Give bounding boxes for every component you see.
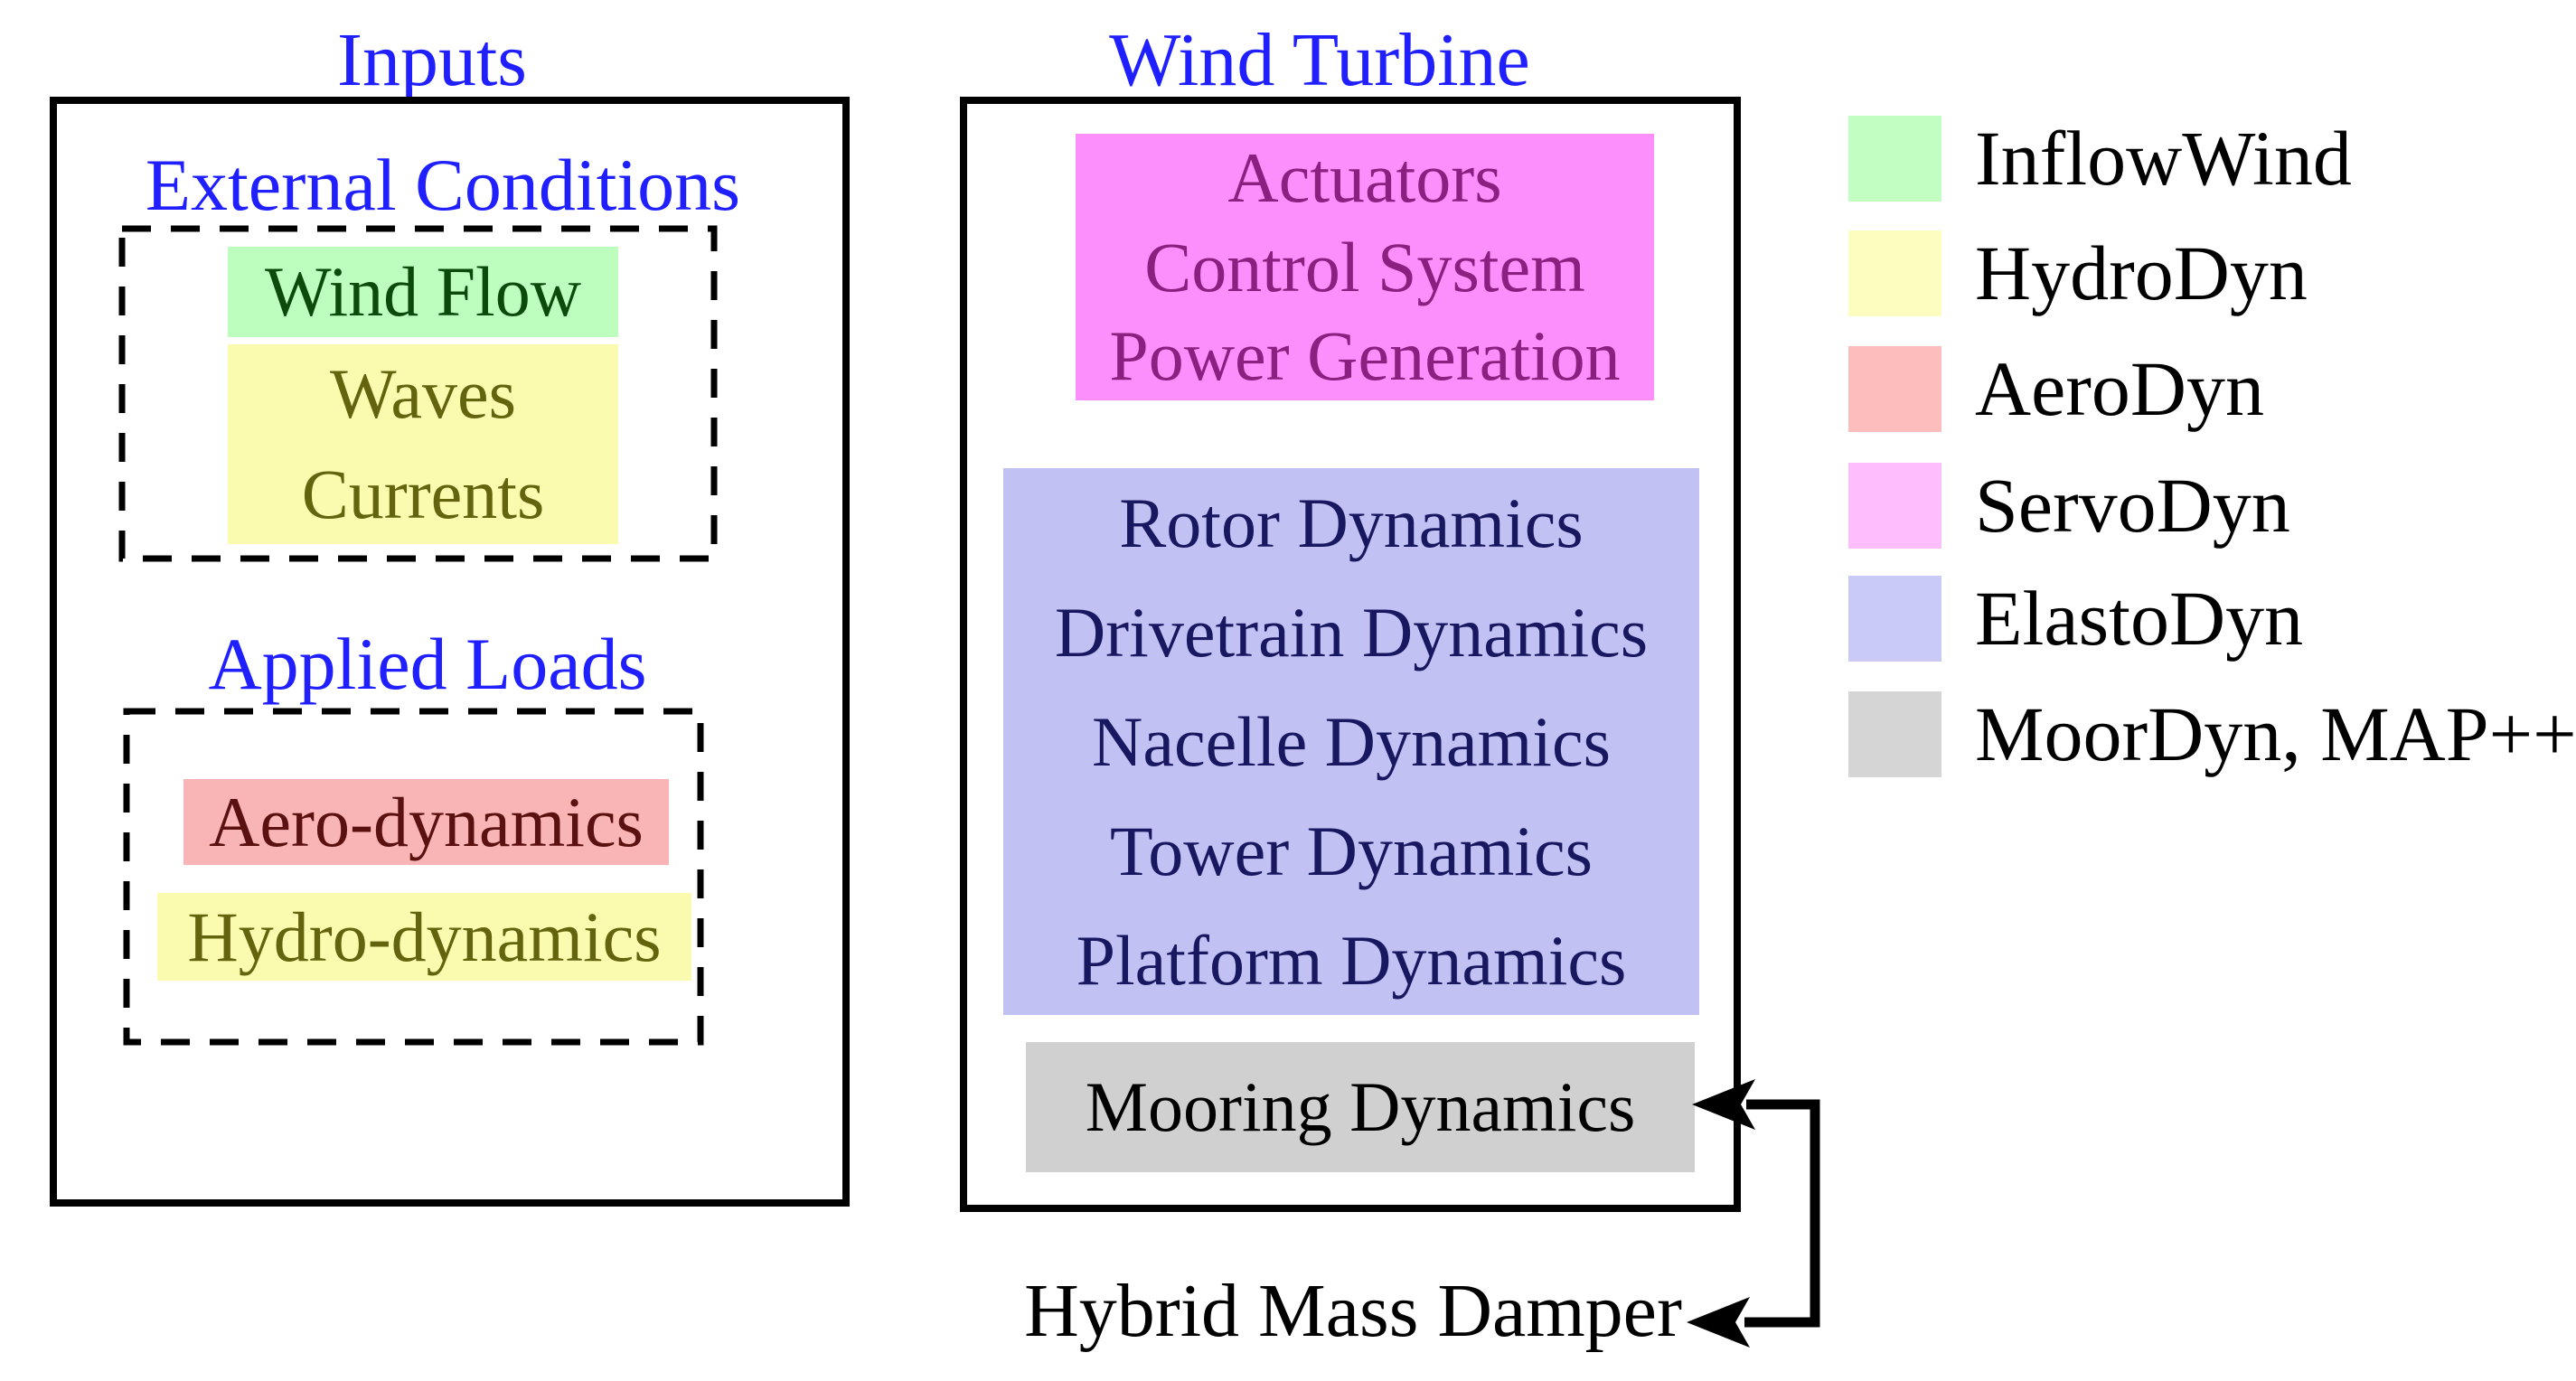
- aero-dynamics-box: Aero-dynamics: [183, 779, 669, 865]
- hybrid-mass-damper-label: Hybrid Mass Damper: [1024, 1269, 1682, 1353]
- mooring-dynamics-label: Mooring Dynamics: [1085, 1067, 1636, 1146]
- hydro-dynamics-box: Hydro-dynamics: [157, 893, 691, 981]
- power-generation-label: Power Generation: [1109, 315, 1621, 395]
- servodyn-label: ServoDyn: [1975, 462, 2290, 549]
- aerodyn-label: AeroDyn: [1975, 345, 2265, 432]
- servo-box: Actuators Control System Power Generatio…: [1076, 134, 1654, 400]
- waves-label: Waves: [330, 354, 516, 434]
- rotor-dynamics-label: Rotor Dynamics: [1119, 483, 1584, 562]
- currents-label: Currents: [301, 454, 545, 533]
- waves-currents-box: Waves Currents: [228, 344, 618, 544]
- nacelle-dynamics-label: Nacelle Dynamics: [1092, 701, 1611, 781]
- moordyn-label: MoorDyn, MAP++: [1975, 690, 2576, 777]
- legend-row-moordyn: MoorDyn, MAP++: [1848, 691, 2576, 777]
- wind-flow-box: Wind Flow: [228, 247, 618, 337]
- legend-row-hydrodyn: HydroDyn: [1848, 230, 2571, 316]
- legend-row-elastodyn: ElastoDyn: [1848, 576, 2571, 662]
- hydro-dynamics-label: Hydro-dynamics: [187, 897, 662, 976]
- external-conditions-heading: External Conditions: [145, 144, 741, 226]
- servodyn-swatch: [1848, 463, 1941, 549]
- drivetrain-dynamics-label: Drivetrain Dynamics: [1054, 592, 1649, 672]
- actuators-label: Actuators: [1227, 138, 1502, 218]
- legend-row-servodyn: ServoDyn: [1848, 463, 2571, 549]
- moordyn-swatch: [1848, 691, 1941, 777]
- aerodyn-swatch: [1848, 346, 1941, 432]
- wind-turbine-title: Wind Turbine: [1109, 18, 1530, 102]
- inflowwind-label: InflowWind: [1975, 115, 2352, 202]
- mooring-dynamics-box: Mooring Dynamics: [1026, 1042, 1695, 1172]
- inflowwind-swatch: [1848, 116, 1941, 202]
- control-system-label: Control System: [1144, 227, 1585, 306]
- tower-dynamics-label: Tower Dynamics: [1110, 811, 1593, 890]
- applied-loads-heading: Applied Loads: [208, 623, 647, 705]
- feedback-connector-line: [1744, 1099, 1820, 1328]
- hydrodyn-label: HydroDyn: [1975, 230, 2308, 316]
- inputs-title: Inputs: [337, 18, 527, 102]
- aero-dynamics-label: Aero-dynamics: [209, 783, 644, 861]
- hydrodyn-swatch: [1848, 230, 1941, 316]
- elastodyn-label: ElastoDyn: [1975, 575, 2304, 662]
- platform-dynamics-label: Platform Dynamics: [1076, 920, 1627, 1000]
- wind-flow-label: Wind Flow: [264, 252, 582, 331]
- elasto-box: Rotor Dynamics Drivetrain Dynamics Nacel…: [1003, 468, 1699, 1015]
- legend-row-inflowwind: InflowWind: [1848, 116, 2571, 202]
- legend-row-aerodyn: AeroDyn: [1848, 346, 2571, 432]
- elastodyn-swatch: [1848, 576, 1941, 662]
